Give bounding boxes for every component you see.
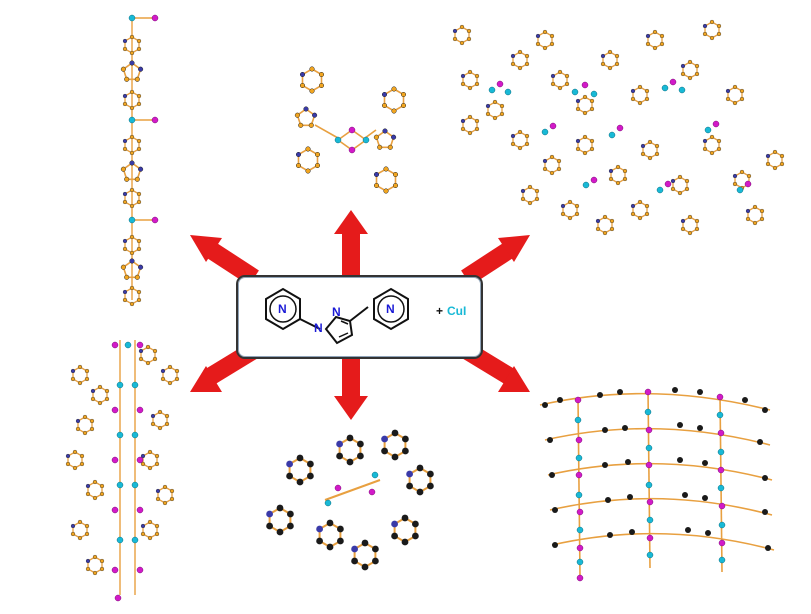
pyrazole-n2-label: N bbox=[332, 305, 341, 319]
cu-i-ladder-left bbox=[111, 341, 144, 602]
top-left-1d-chain bbox=[120, 14, 159, 307]
ring-right-n-label: N bbox=[386, 302, 395, 316]
ligand-box: N N N N + CuI bbox=[236, 275, 483, 359]
bottom-left-ladder bbox=[65, 340, 180, 602]
ring-left-n-label: N bbox=[278, 302, 287, 316]
arrows bbox=[190, 210, 530, 420]
cu-i-chains-bottom-right bbox=[574, 388, 726, 582]
cui-label: CuI bbox=[447, 304, 467, 318]
top-right-network bbox=[452, 19, 785, 236]
arrow-up-left bbox=[190, 235, 259, 286]
bottom-center-dimer bbox=[265, 428, 435, 572]
arrow-down bbox=[334, 352, 368, 420]
plus-sign: + bbox=[436, 304, 444, 318]
arrow-up bbox=[334, 210, 368, 278]
arrow-up-right bbox=[461, 235, 530, 286]
top-center-dimer bbox=[294, 65, 407, 195]
pyrazole-n1-label: N bbox=[314, 321, 323, 335]
bottom-right-sheet bbox=[539, 387, 775, 582]
ligand-structure bbox=[265, 287, 409, 345]
